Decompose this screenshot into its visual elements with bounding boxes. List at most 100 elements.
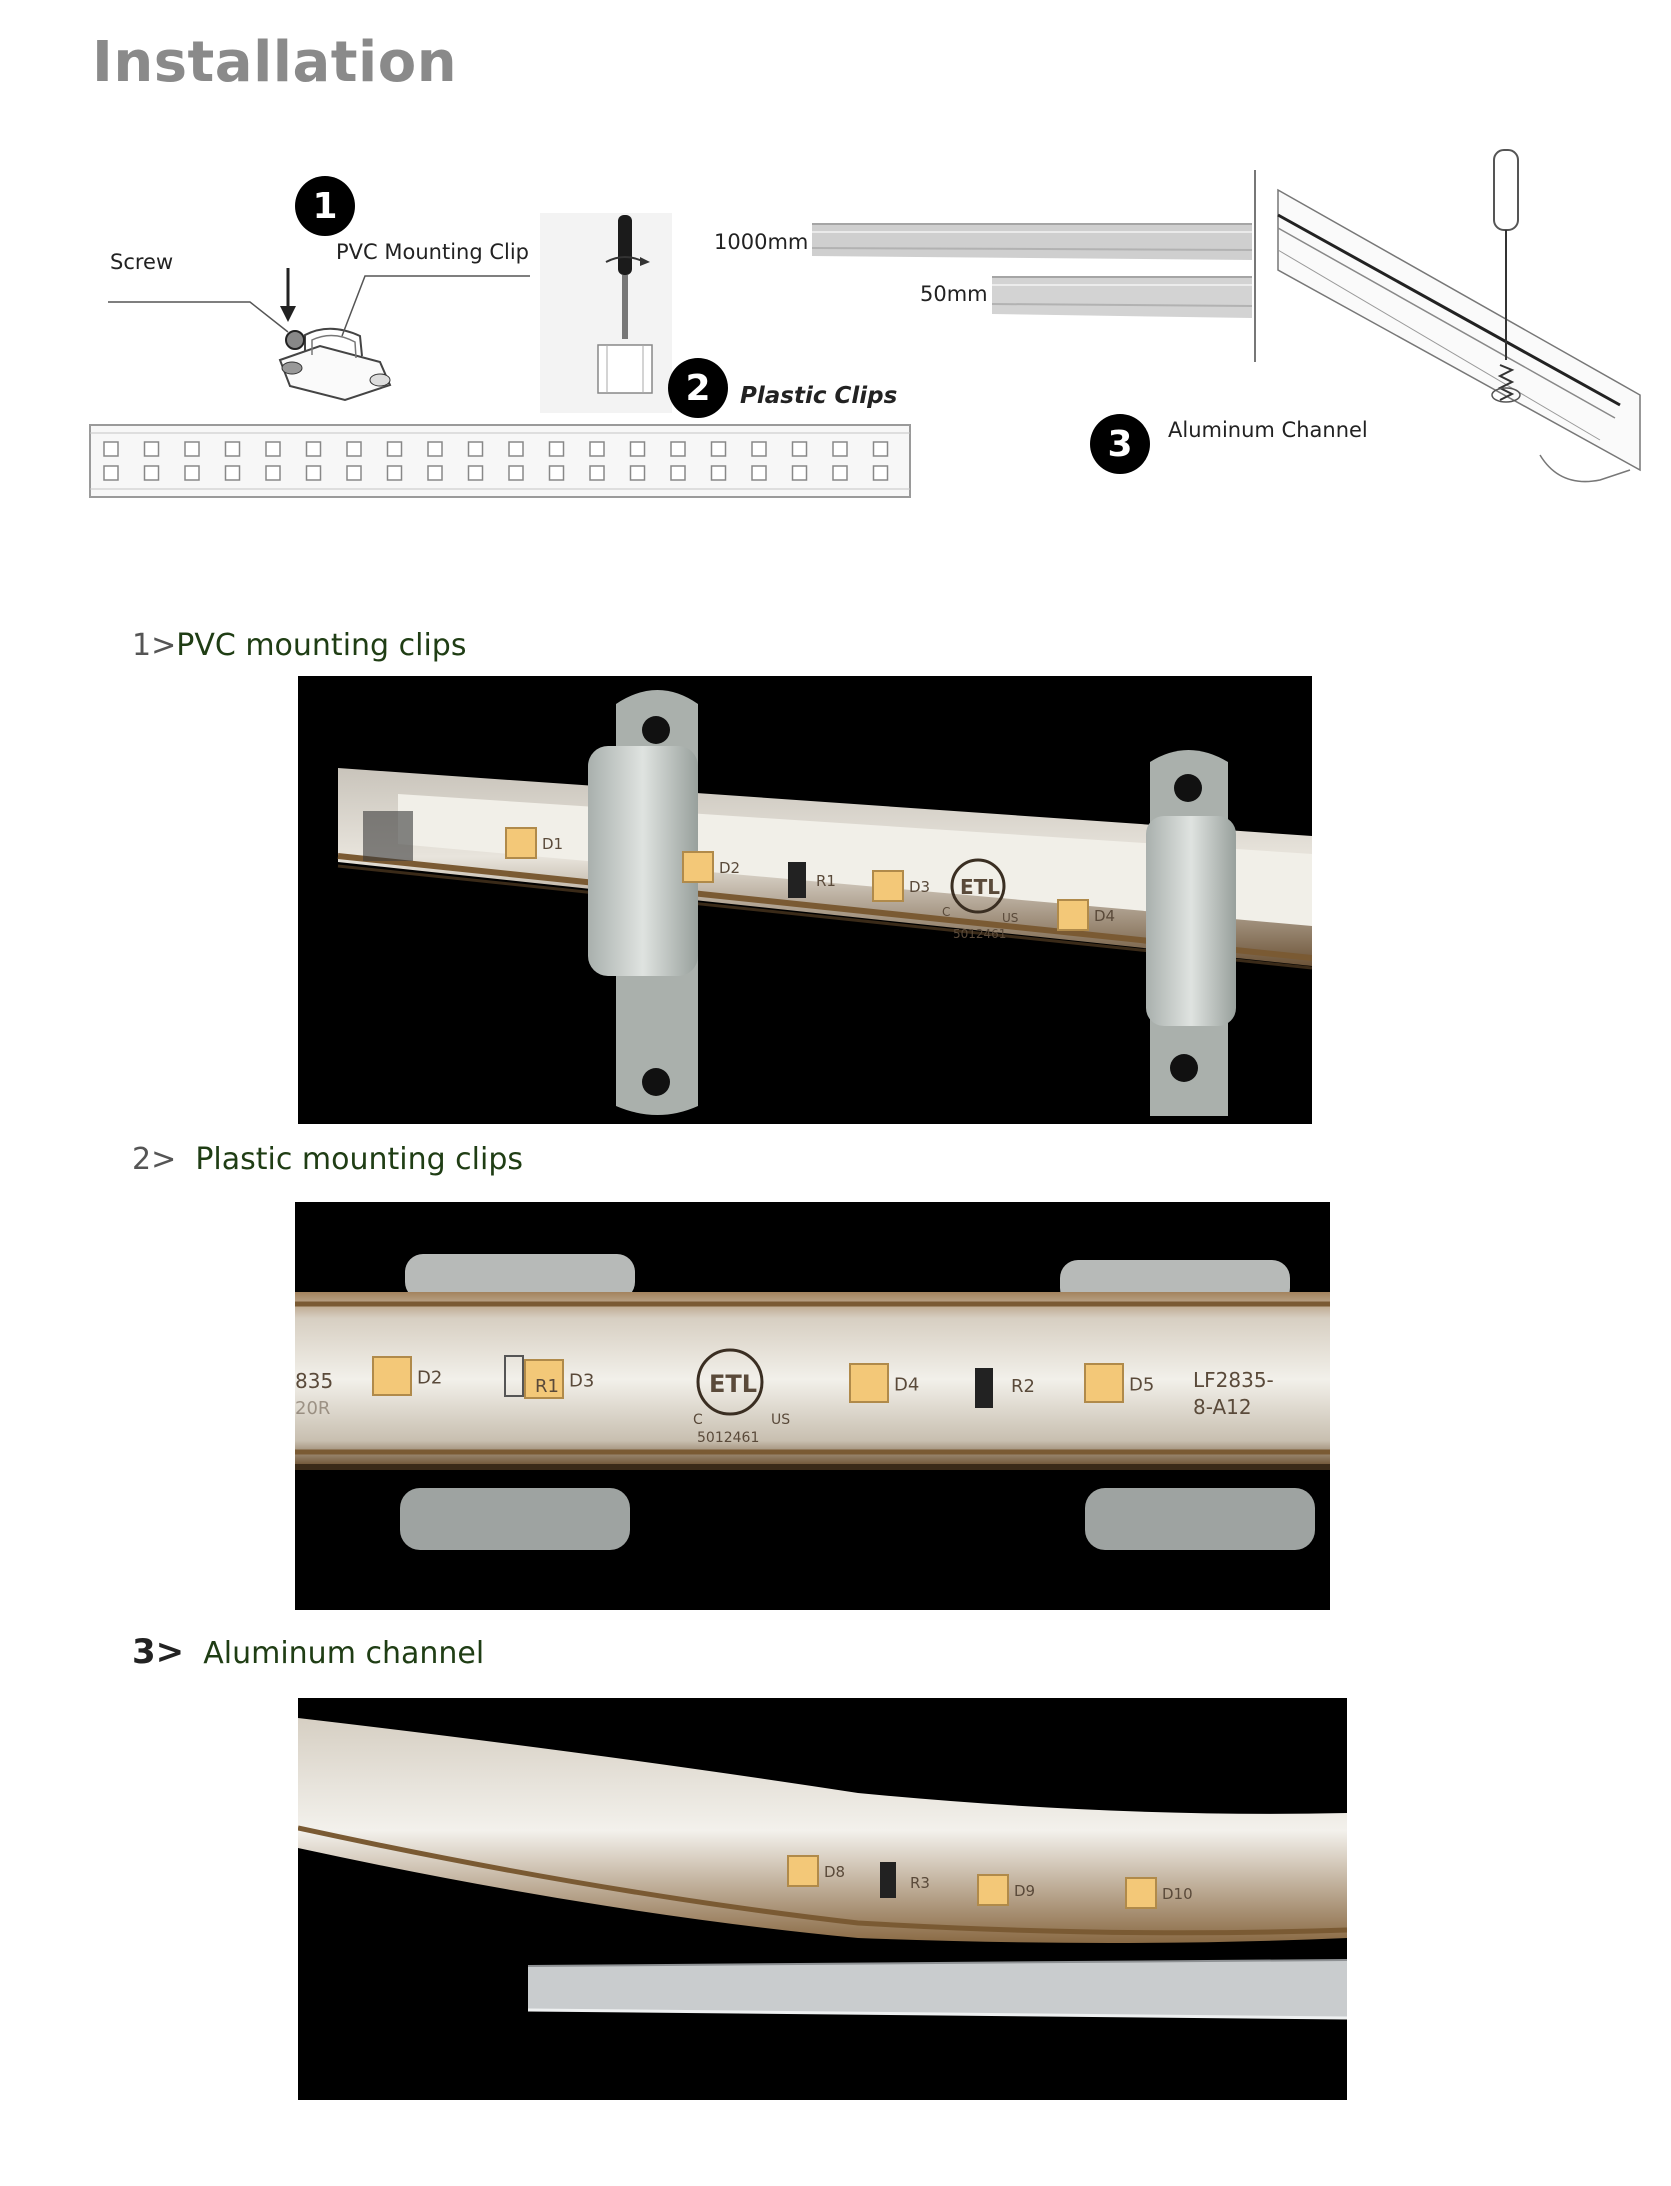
strip-led-square (265, 441, 281, 457)
section-1-number: 1> (132, 628, 177, 663)
strip-led-square (305, 441, 322, 457)
pvc-clip-label: PVC Mounting Clip (336, 240, 529, 264)
photo2-part-code-1: LF2835- (1193, 1368, 1274, 1392)
photo2-resistors: R1 R2 (504, 1355, 1035, 1408)
led-chip (977, 1874, 1009, 1906)
installation-diagram: Screw PVC Mounting Clip 1000mm 50mm Plas… (0, 0, 1671, 520)
led-label: D2 (719, 859, 740, 877)
aluminum-channel-label: Aluminum Channel (1168, 418, 1368, 442)
section-2-label: Plastic mounting clips (195, 1142, 524, 1177)
strip-led-square (467, 465, 484, 481)
led-label: D3 (909, 878, 930, 896)
plastic-clips-label: Plastic Clips (740, 383, 898, 409)
photo2-part-left2: 20R (295, 1398, 330, 1419)
led-strip-diagram (89, 424, 911, 498)
photo1-resistor-body (788, 862, 806, 898)
strip-led-square (589, 441, 605, 457)
led-label: D3 (569, 1371, 594, 1392)
led-chip (872, 870, 904, 902)
led-chip (505, 827, 537, 859)
section-2-number: 2> (132, 1142, 177, 1177)
led-label: D10 (1162, 1885, 1193, 1903)
strip-led-square (832, 465, 848, 481)
step-1-badge: 1 (295, 176, 355, 236)
strip-led-square (265, 465, 281, 481)
strip-led-square (346, 441, 362, 457)
photo1-resistor-label: R1 (816, 872, 836, 890)
plastic-clip-drawing (597, 344, 653, 394)
section-2-heading: 2> Plastic mounting clips (132, 1142, 523, 1177)
photo2-cert-text: ETL (709, 1370, 757, 1398)
section-3-heading: 3> Aluminum channel (132, 1632, 484, 1672)
strip-led-square (224, 465, 241, 481)
photo1-cert-left: C (942, 905, 950, 919)
photo2-part-code-2: 8-A12 (1193, 1395, 1252, 1419)
strip-led-square (224, 441, 241, 457)
plastic-clip-bottom-left (400, 1488, 630, 1550)
aluminum-channel-bar (528, 1960, 1347, 2018)
strip-led-square (751, 465, 767, 481)
led-chip (524, 1359, 564, 1399)
strip-led-square (589, 465, 605, 481)
strip-led-square (670, 465, 686, 481)
strip-led-square (710, 465, 727, 481)
plastic-clip-bottom-right (1085, 1488, 1315, 1550)
section-3-number: 3> (132, 1632, 185, 1672)
photo3-resistor-label: R3 (910, 1874, 930, 1892)
strip-led-square (751, 441, 767, 457)
led-chip (849, 1363, 889, 1403)
photo1-cert-right: US (1002, 911, 1018, 925)
led-label: D5 (1129, 1375, 1154, 1396)
led-label: D9 (1014, 1882, 1035, 1900)
dim-long-label: 1000mm (714, 230, 809, 254)
step-3-badge: 3 (1090, 414, 1150, 474)
photo2-resistor-1: R1 (535, 1376, 559, 1397)
pvc-clip-pointer-line (341, 275, 530, 337)
dim-short-label: 50mm (920, 282, 988, 306)
strip-led-square (346, 465, 362, 481)
strip-led-square (184, 441, 200, 457)
aluminum-channel-drawing (1277, 149, 1641, 483)
photo1-cert-text: ETL (960, 875, 1000, 899)
pvc-clip-left (588, 690, 698, 1115)
strip-led-square (305, 465, 322, 481)
photo2-part-left: 835 (295, 1369, 333, 1393)
pvc-clip-right (1146, 750, 1236, 1116)
photo2-cert-number: 5012461 (697, 1430, 759, 1446)
strip-led-square (427, 441, 443, 457)
strip-led-square (508, 441, 524, 457)
strip-led-square (427, 465, 443, 481)
step-2-badge: 2 (668, 358, 728, 418)
led-chip (1084, 1363, 1124, 1403)
aluminum-profile-long (811, 223, 1253, 260)
photo2-resistor-2: R2 (1011, 1376, 1035, 1397)
strip-led-square (386, 465, 403, 481)
strip-led-square (629, 465, 646, 481)
led-chip (682, 851, 714, 883)
plastic-clip-top-left (405, 1254, 635, 1300)
led-label: D1 (542, 835, 563, 853)
screwdriver-drawing (605, 215, 650, 339)
strip-led-square (386, 441, 403, 457)
strip-led-square (629, 441, 646, 457)
diagram-drawing (89, 149, 1641, 498)
strip-led-square (143, 441, 160, 457)
led-label: D8 (824, 1863, 845, 1881)
screw-pointer-line (108, 301, 289, 333)
photo2-cert-mark: ETL C US 5012461 (693, 1348, 790, 1446)
strip-led-square (143, 465, 160, 481)
section-1-label: PVC mounting clips (176, 628, 467, 663)
strip-led-square (508, 465, 524, 481)
strip-led-square (548, 465, 565, 481)
led-chip (372, 1356, 412, 1396)
led-chip (1057, 899, 1089, 931)
led-chip (787, 1855, 819, 1887)
led-label: D4 (1094, 907, 1115, 925)
